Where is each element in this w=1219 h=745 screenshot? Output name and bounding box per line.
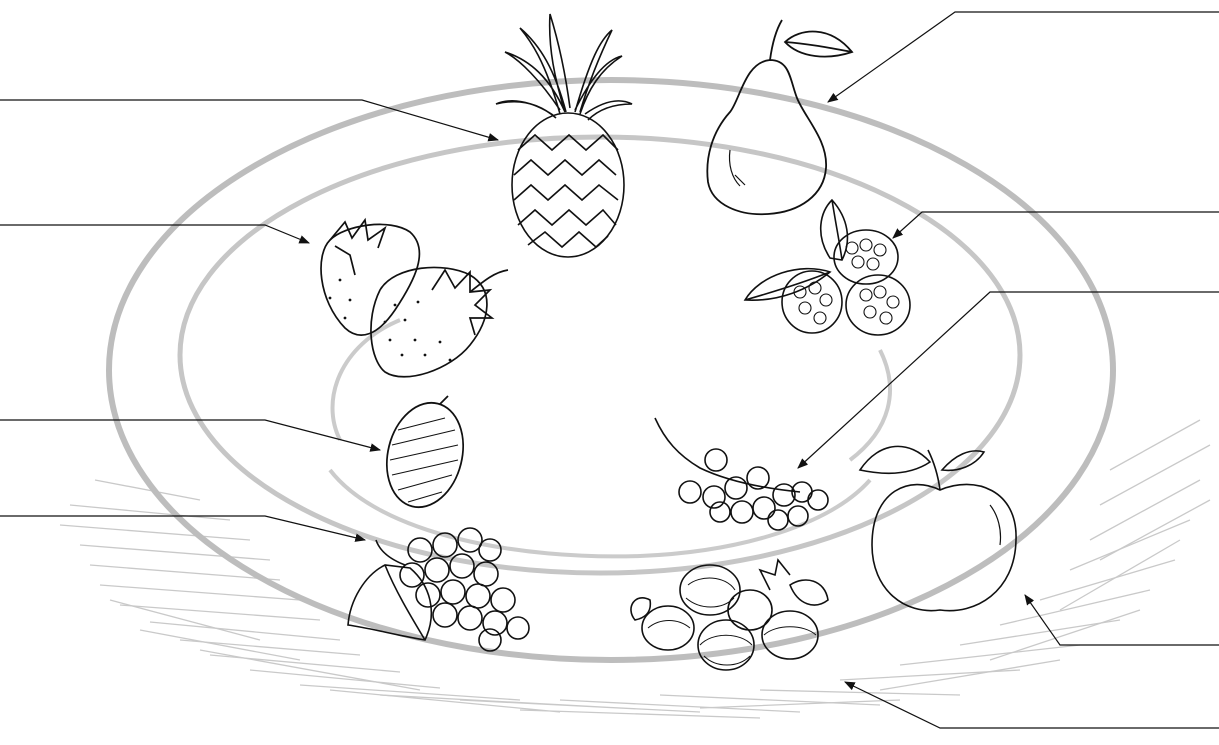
leader-line-pineapple xyxy=(0,100,498,140)
leader-line-pear xyxy=(828,12,1219,102)
plum-stem xyxy=(440,396,448,404)
pear-shading xyxy=(729,150,745,186)
redcurrant-illustration xyxy=(655,418,828,530)
plate-inner-rim xyxy=(180,137,1020,573)
leader-line-apple xyxy=(1025,595,1219,645)
leader-line-gooseberry xyxy=(845,682,1219,728)
pear-stem xyxy=(770,20,782,60)
pineapple-crown xyxy=(496,14,632,120)
pineapple-body xyxy=(512,113,624,257)
pear-body xyxy=(707,60,826,214)
strawberry-illustration xyxy=(321,220,508,377)
pear-leaf xyxy=(785,32,852,57)
plate xyxy=(60,80,1210,718)
grapes-berries xyxy=(400,528,529,651)
leader-line-plum xyxy=(0,420,380,450)
strawberry-seeds xyxy=(329,279,452,362)
plate-shadow-hatching xyxy=(60,420,1210,718)
plum-illustration xyxy=(376,395,473,516)
pineapple-scales xyxy=(514,135,618,247)
apple-illustration xyxy=(860,446,1016,610)
pear-illustration xyxy=(707,20,852,214)
strawberry-back xyxy=(321,224,419,335)
strawberry-leaves xyxy=(330,220,508,335)
leader-line-redcurrant xyxy=(798,292,1219,468)
plum-hatching xyxy=(390,418,458,502)
apple-highlight xyxy=(990,505,1001,545)
raspberry-illustration xyxy=(745,200,910,335)
apple-body xyxy=(872,484,1016,610)
